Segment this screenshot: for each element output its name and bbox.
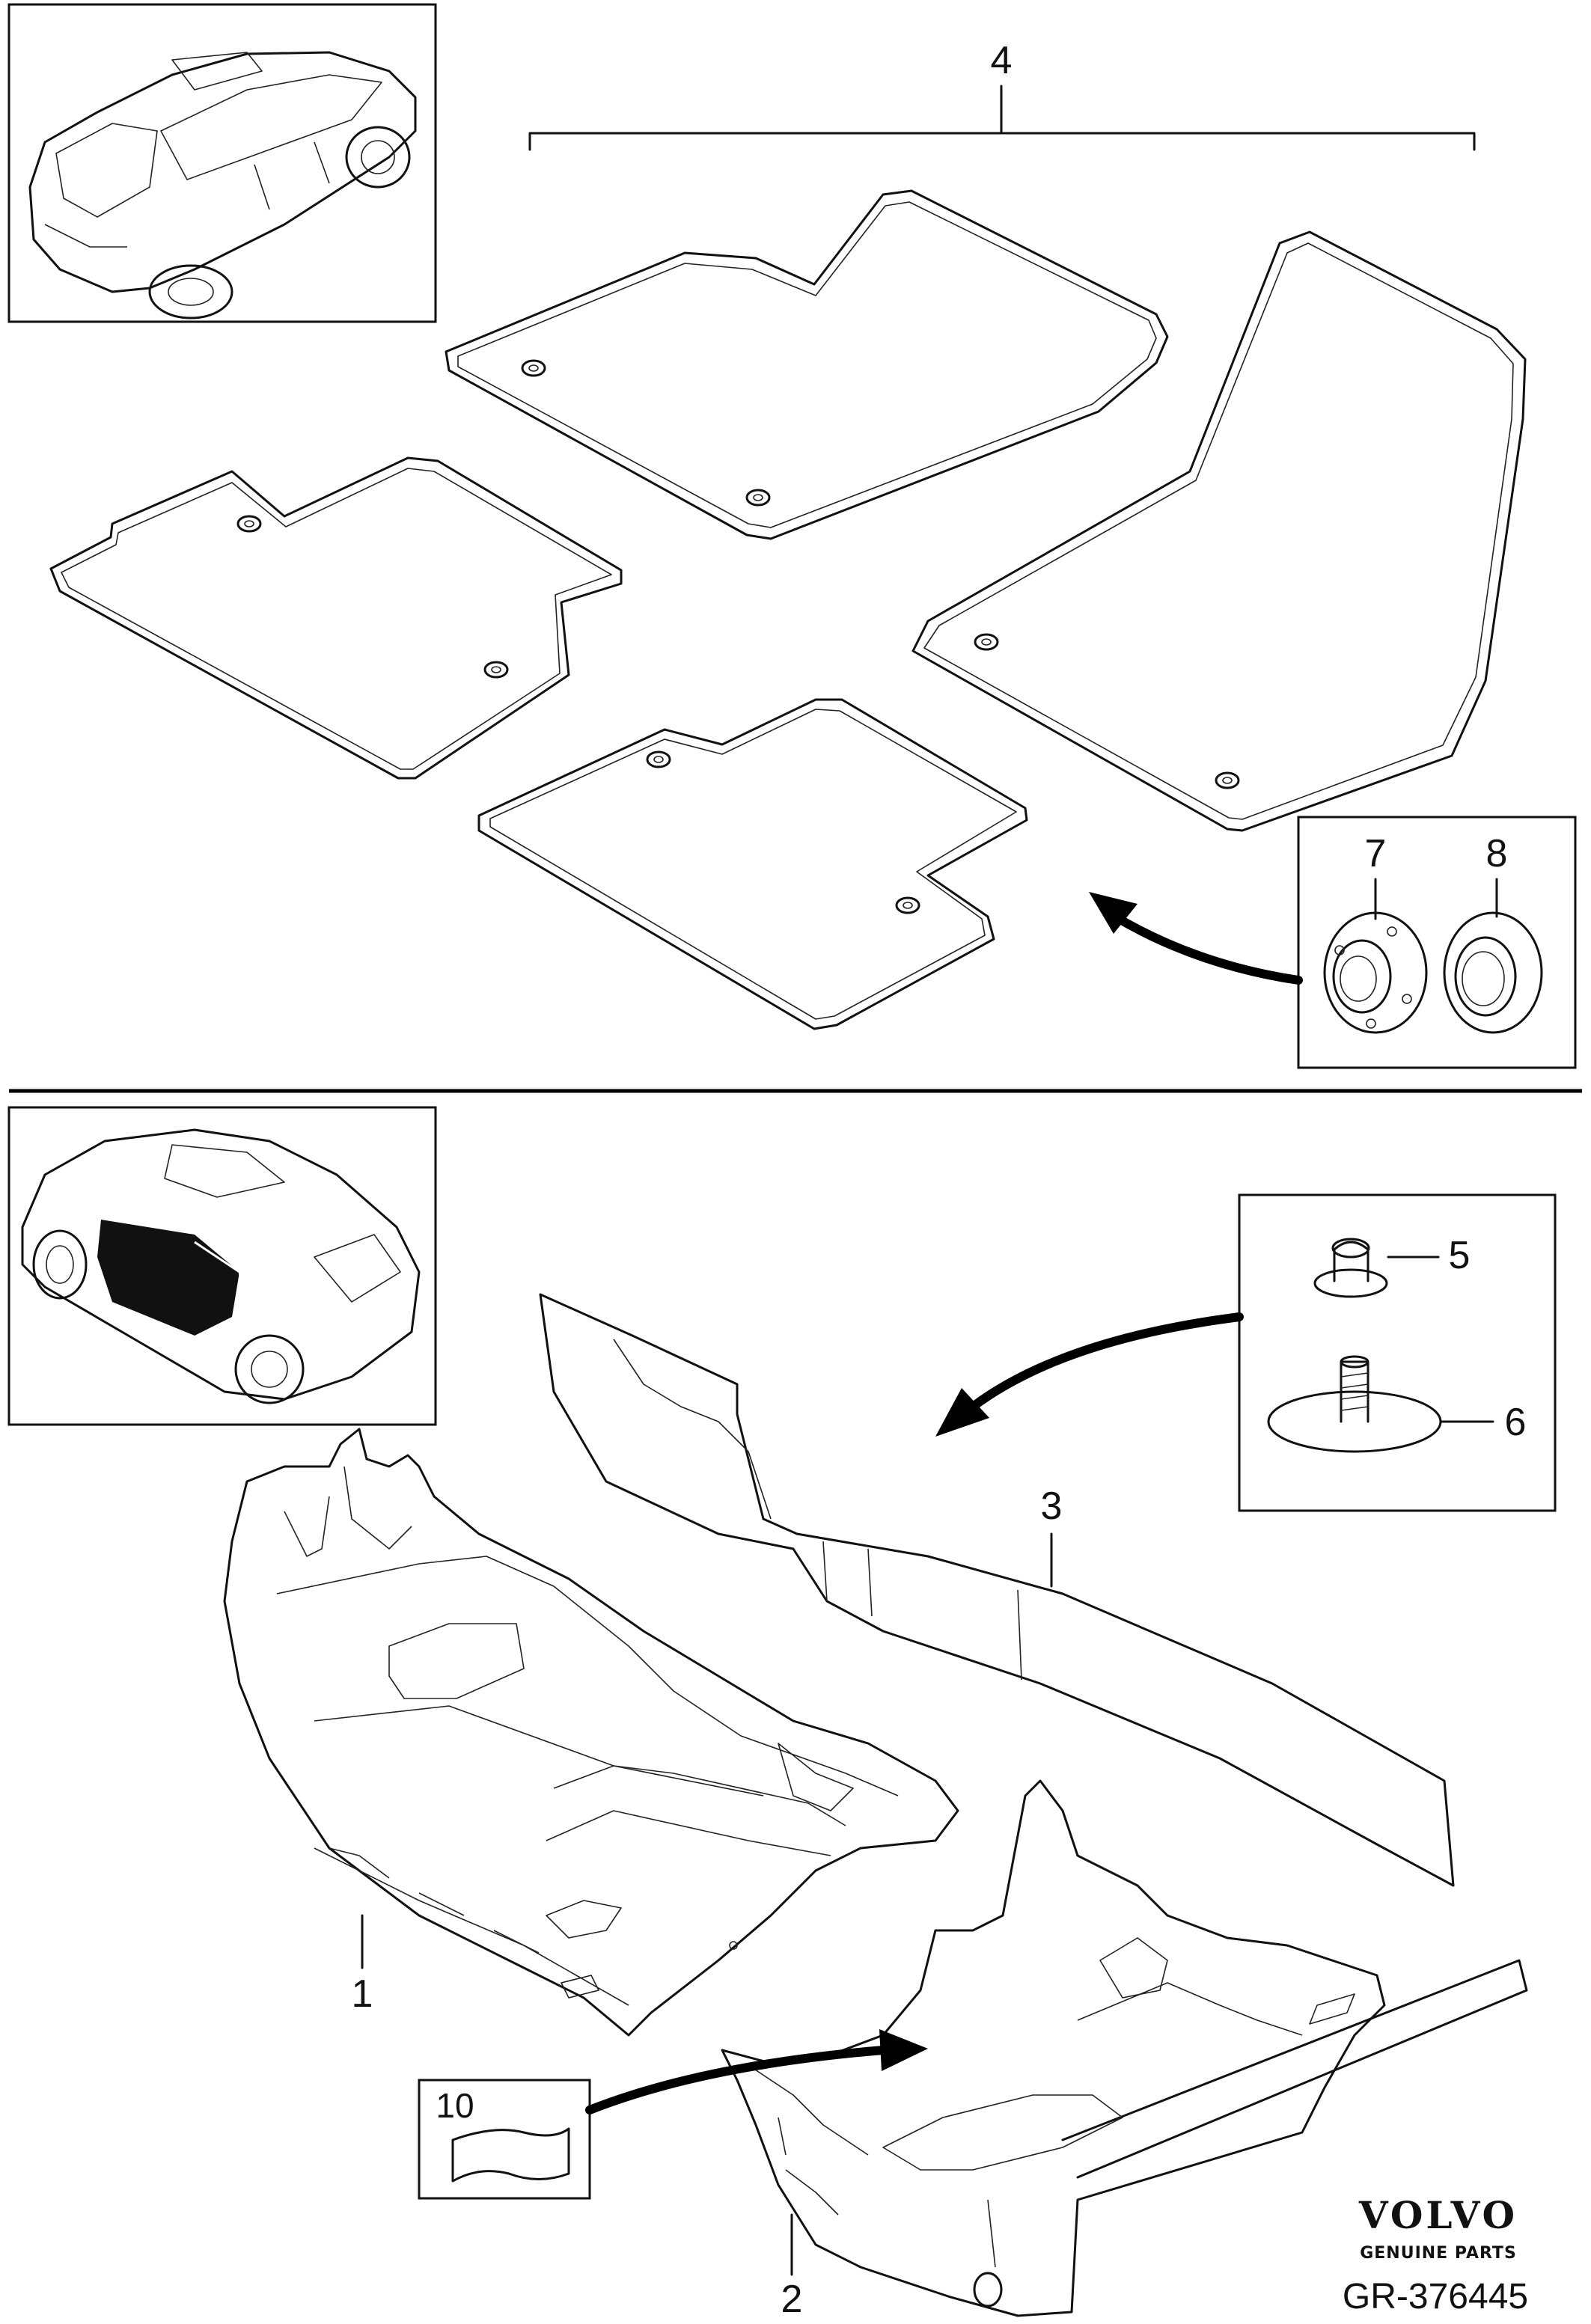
car-side-carpet-icon	[21, 1128, 421, 1404]
brand-tagline: GENUINE PARTS	[1360, 2244, 1517, 2263]
mat-clip-base-icon	[1323, 911, 1428, 1034]
floor-mat-front-left	[445, 189, 1169, 540]
car-rear-view-icon	[28, 51, 417, 319]
mat-clip-ring-icon	[1443, 911, 1543, 1034]
callout-5: 5	[1449, 1234, 1471, 1277]
detail-box-clips: 7 8	[1297, 816, 1577, 1069]
callout-8: 8	[1486, 832, 1508, 875]
brand-block: VOLVO GENUINE PARTS GR-376445	[1343, 2193, 1528, 2317]
side-carpet-panel	[539, 1293, 1455, 1887]
arrow-fasteners-to-panel	[935, 1312, 1244, 1437]
callout-2: 2	[781, 2278, 803, 2321]
callout-4: 4	[991, 39, 1013, 82]
car-thumbnail-bottom	[7, 1106, 437, 1426]
arrow-clips-to-mat	[1089, 892, 1303, 985]
callout-6: 6	[1505, 1401, 1527, 1444]
floor-mats	[49, 189, 1527, 1030]
front-floor-carpet	[223, 1428, 959, 2037]
floor-mat-rear-left	[477, 698, 1028, 1030]
brand-name: VOLVO	[1358, 2193, 1518, 2237]
callout-3: 3	[1041, 1484, 1063, 1528]
adhesive-strip-icon	[451, 2127, 570, 2183]
callout-7: 7	[1365, 832, 1387, 875]
arrow-adhesive-to-carpet	[585, 2029, 928, 2114]
detail-box-adhesive: 10	[418, 2079, 591, 2200]
floor-mat-front-right	[49, 456, 623, 780]
car-thumbnail-top	[7, 3, 437, 323]
floor-mat-rear-right	[911, 230, 1527, 832]
detail-box-fasteners: 5 6	[1238, 1193, 1557, 1512]
callout-4-group: 4	[528, 39, 1476, 151]
callout-1: 1	[352, 1972, 373, 2016]
callout-10: 10	[436, 2086, 474, 2125]
rear-floor-carpet	[721, 1779, 1528, 2317]
reference-number: GR-376445	[1343, 2277, 1528, 2317]
mat-clips	[236, 359, 1240, 914]
push-button-icon	[1313, 1238, 1388, 1298]
